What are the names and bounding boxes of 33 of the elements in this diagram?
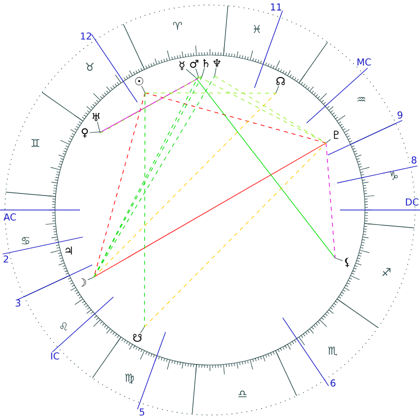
house-label: 5: [140, 408, 144, 416]
zodiac-sign: ♊: [32, 138, 40, 148]
aspect-line: [144, 142, 326, 328]
aspect-line: [94, 92, 276, 278]
house-label: MC: [358, 58, 371, 66]
planet-symbol: ♃: [66, 246, 72, 255]
aspect-line: [194, 76, 336, 258]
zodiac-sign: ♉: [86, 62, 94, 71]
zodiac-sign: ♓: [254, 24, 260, 33]
zodiac-sign: ♍: [125, 374, 134, 384]
aspect-line: [144, 92, 146, 328]
house-label: 9: [398, 111, 402, 119]
house-label: 6: [330, 379, 336, 387]
zodiac-sign: ♌: [60, 322, 68, 330]
house-label: DC: [406, 198, 418, 206]
aspect-line: [94, 142, 326, 278]
house-label: 3: [16, 299, 20, 307]
zodiac-sign: ♑: [390, 172, 398, 180]
zodiac-sign: ♏: [328, 346, 338, 356]
house-label: 11: [271, 4, 282, 10]
zodiac-sign: ♎: [238, 390, 246, 398]
zodiac-sign: ♒: [357, 96, 366, 102]
aspect-line: [144, 92, 326, 144]
aspect-line: [326, 142, 336, 258]
aspect-line: [144, 92, 276, 94]
house-label: 8: [412, 156, 416, 164]
zodiac-sign: ♐: [382, 268, 390, 276]
house-label: 2: [4, 255, 8, 263]
zodiac-sign: ♋: [22, 237, 30, 244]
house-label: 12: [81, 32, 92, 40]
house-label: AC: [4, 213, 16, 221]
zodiac-sign: ♈: [173, 22, 182, 30]
house-label: IC: [51, 352, 60, 360]
